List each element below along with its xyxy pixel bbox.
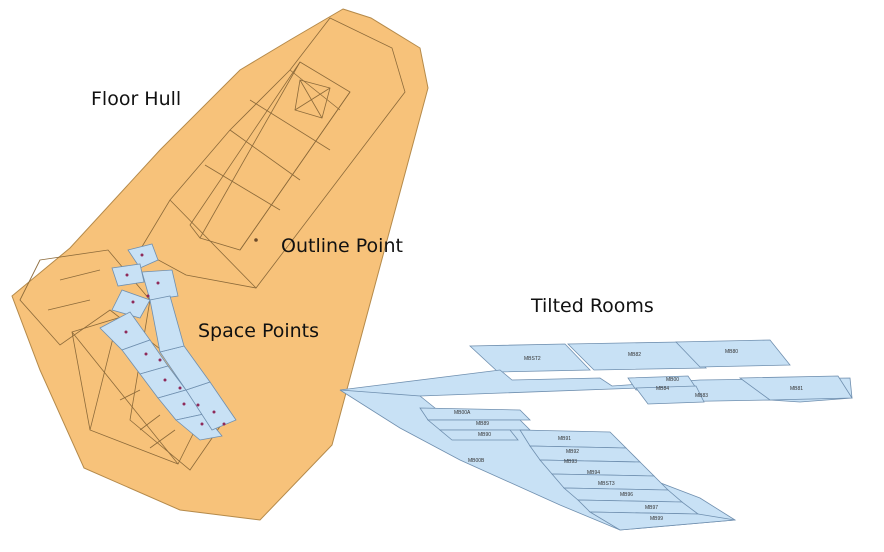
outline-point <box>254 238 258 242</box>
room-label: MB91 <box>558 436 571 442</box>
room-label: MBST2 <box>524 356 541 362</box>
room-label: MB92 <box>566 449 579 455</box>
room-label: MB93 <box>564 459 577 465</box>
space-points <box>124 253 226 426</box>
room-label: MB80 <box>725 349 738 355</box>
tilted-rooms <box>339 339 853 531</box>
room-label: MB81 <box>790 386 803 392</box>
room-label: MB90 <box>478 432 491 438</box>
outline-point-label: Outline Point <box>281 235 403 257</box>
room-label: MB99 <box>650 516 663 522</box>
room-label: MB83 <box>695 393 708 399</box>
room-label: MB89 <box>476 421 489 427</box>
room-label: MB00 <box>666 377 679 383</box>
room-label: MB82 <box>628 352 641 358</box>
room-label: MB97 <box>645 505 658 511</box>
tilted-room-labels: MBST2 MB82 MB80 MB00 MB84 MB81 MB83 MB00… <box>454 349 803 522</box>
room-label: MBST3 <box>598 481 615 487</box>
room-label: MB94 <box>587 470 600 476</box>
floor-hull-label: Floor Hull <box>91 88 182 110</box>
tilted-rooms-label: Tilted Rooms <box>531 295 654 317</box>
floor-hull <box>11 8 429 521</box>
room-label: MB84 <box>656 386 669 392</box>
room-label: MB00B <box>468 458 485 464</box>
room-label: MB00A <box>454 410 471 416</box>
room-label: MB96 <box>620 492 633 498</box>
space-points-label: Space Points <box>198 320 320 342</box>
